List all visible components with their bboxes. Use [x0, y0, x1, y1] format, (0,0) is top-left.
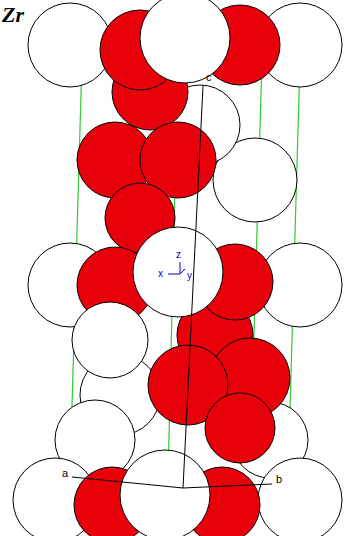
axis-label: b: [276, 474, 282, 485]
axes: [72, 86, 272, 488]
axis-label: c: [206, 72, 212, 83]
atoms: [13, 0, 342, 536]
structure-title: Zr: [2, 4, 24, 26]
axis-triad: [168, 262, 185, 274]
triad-label: y: [187, 271, 192, 281]
triad-label: z: [176, 250, 181, 260]
triad-label: x: [158, 269, 163, 279]
axis-label: a: [62, 468, 68, 479]
